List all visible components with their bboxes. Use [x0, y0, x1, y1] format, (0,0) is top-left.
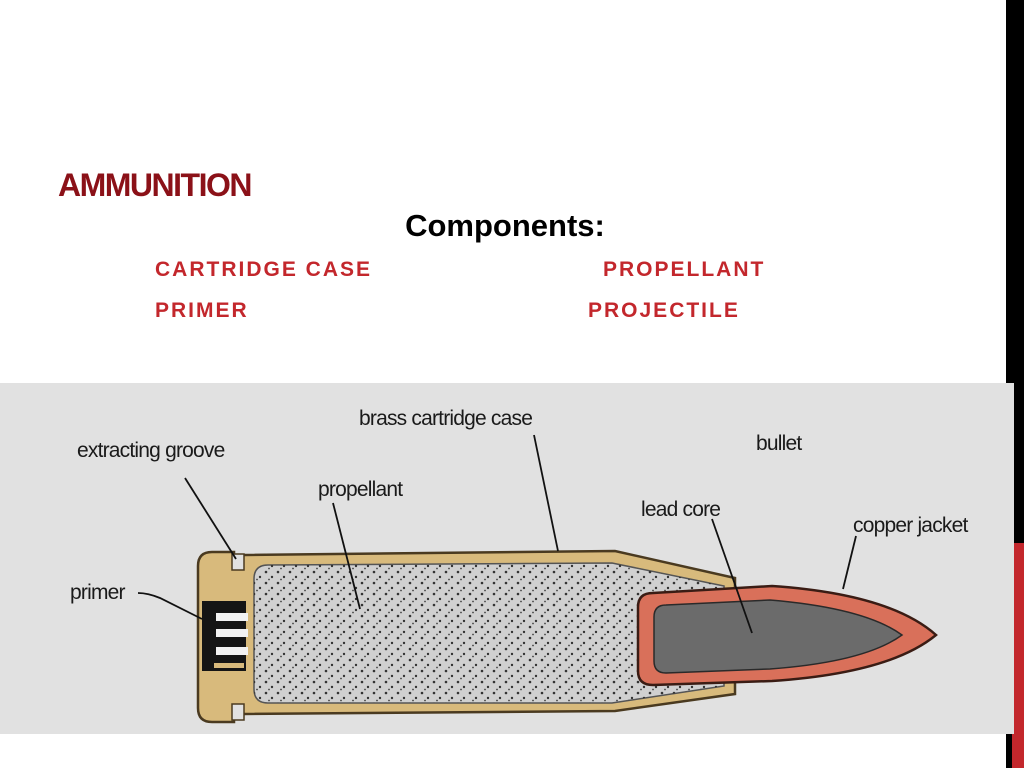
- label-propellant: propellant: [318, 478, 403, 501]
- label-primer: primer: [70, 581, 126, 604]
- component-primer: PRIMER: [155, 299, 249, 322]
- cartridge-diagram: brass cartridge case extracting groove b…: [0, 383, 1014, 734]
- label-copper-jacket: copper jacket: [853, 514, 968, 537]
- component-propellant: PROPELLANT: [603, 258, 766, 281]
- extracting-groove-bottom: [231, 703, 245, 721]
- label-extracting-groove: extracting groove: [77, 439, 225, 462]
- leader-brass-case: [533, 434, 559, 552]
- label-bullet: bullet: [756, 432, 802, 455]
- slide-subtitle: Components:: [405, 208, 605, 243]
- slide-title: AMMUNITION: [58, 167, 252, 203]
- label-lead-core: lead core: [641, 498, 720, 521]
- leader-extracting-groove: [184, 477, 237, 560]
- slide-edge-corner: [1006, 732, 1012, 768]
- propellant-dots: [254, 563, 724, 703]
- leader-primer: [137, 592, 203, 620]
- primer-detail-4: [214, 663, 244, 668]
- lead-core: [653, 599, 904, 674]
- cartridge-diagram-svg: brass cartridge case extracting groove b…: [70, 407, 969, 724]
- component-cartridge-case: CARTRIDGE CASE: [155, 258, 373, 281]
- leader-copper-jacket: [842, 535, 857, 590]
- primer-detail-2: [216, 629, 248, 637]
- label-brass-cartridge-case: brass cartridge case: [359, 407, 532, 430]
- component-projectile: PROJECTILE: [588, 299, 740, 322]
- leader-propellant: [332, 502, 361, 610]
- primer-detail-3: [216, 647, 248, 655]
- slide-edge-accent: [1012, 543, 1024, 768]
- primer-detail-1: [216, 613, 248, 621]
- leader-lead-core: [711, 518, 753, 634]
